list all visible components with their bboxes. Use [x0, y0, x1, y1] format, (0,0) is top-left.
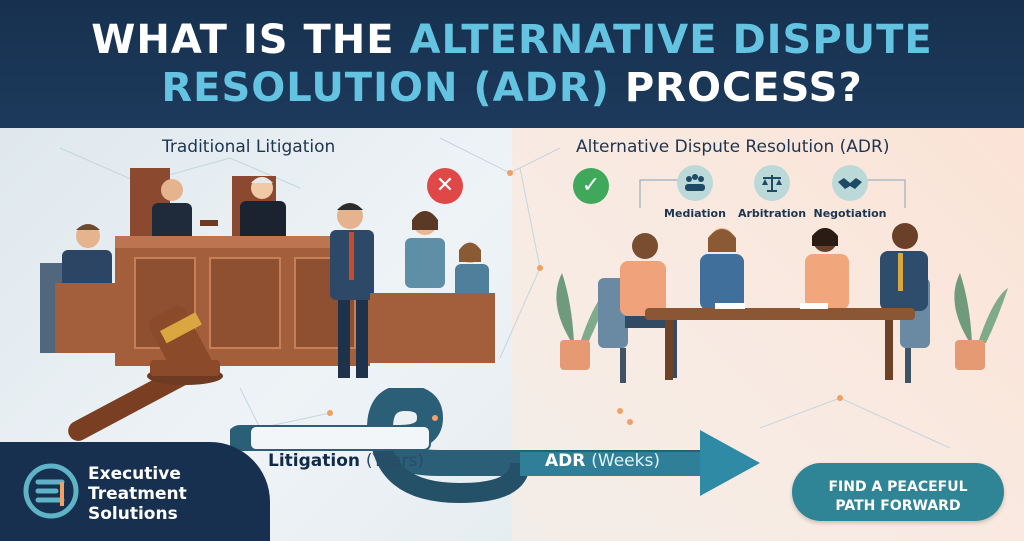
- title-part-1: WHAT IS THE: [91, 17, 410, 63]
- title-accent-1: ALTERNATIVE DISPUTE: [409, 17, 933, 63]
- title-part-2: PROCESS?: [609, 65, 863, 111]
- group-discussion-icon: [677, 165, 713, 201]
- method-arbitration: Arbitration: [727, 165, 817, 220]
- brand-line-3: Solutions: [88, 504, 178, 524]
- litigation-label: Litigation: [268, 451, 360, 471]
- scales-icon: [754, 165, 790, 201]
- method-label: Mediation: [664, 207, 726, 220]
- adr-timeline-label: ADR (Weeks): [545, 451, 660, 471]
- meeting-scene: [556, 179, 1008, 383]
- cta-line-1: FIND A PEACEFUL: [828, 479, 968, 495]
- method-negotiation: Negotiation: [805, 165, 895, 220]
- title-accent-2: RESOLUTION (ADR): [161, 65, 610, 111]
- brand-name: Executive Treatment Solutions: [88, 464, 187, 524]
- adr-label: ADR: [545, 451, 586, 471]
- cta-button[interactable]: FIND A PEACEFUL PATH FORWARD: [792, 463, 1004, 521]
- check-mark-icon: ✓: [573, 168, 609, 204]
- litigation-duration: (Years): [365, 451, 425, 471]
- litigation-strip: [249, 425, 431, 451]
- handshake-icon: [832, 165, 868, 201]
- header-banner: WHAT IS THE ALTERNATIVE DISPUTE RESOLUTI…: [0, 0, 1024, 128]
- adr-title: Alternative Dispute Resolution (ADR): [576, 137, 890, 157]
- litigation-title: Traditional Litigation: [162, 137, 336, 157]
- cta-line-2: PATH FORWARD: [835, 498, 961, 514]
- method-label: Negotiation: [813, 207, 887, 220]
- x-mark-icon: ✕: [427, 168, 463, 204]
- method-label: Arbitration: [737, 207, 807, 220]
- litigation-timeline-label: Litigation (Years): [268, 451, 424, 471]
- page-title: WHAT IS THE ALTERNATIVE DISPUTE RESOLUTI…: [0, 0, 1024, 112]
- brand-line-1: Executive: [88, 464, 181, 484]
- adr-duration: (Weeks): [591, 451, 660, 471]
- scene-illustration: [40, 137, 1008, 449]
- adr-strip: [520, 452, 700, 476]
- timeline-arrow: [230, 388, 760, 504]
- brand-logo-icon: [23, 463, 79, 519]
- method-mediation: Mediation: [650, 165, 740, 220]
- courtroom-scene: [40, 168, 495, 441]
- arrow-loop: [370, 427, 530, 504]
- arrow-head: [700, 430, 760, 496]
- brand-line-2: Treatment: [88, 484, 187, 504]
